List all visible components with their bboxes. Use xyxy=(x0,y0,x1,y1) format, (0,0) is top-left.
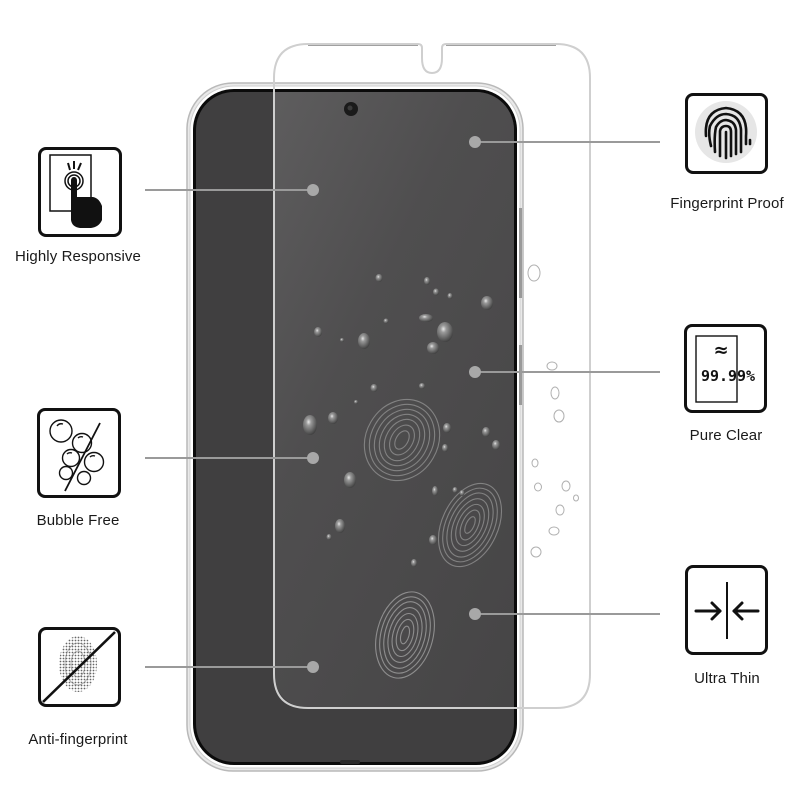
feature-label-bubble-free: Bubble Free xyxy=(36,512,120,529)
callout-line-anti-fingerprint xyxy=(145,666,312,668)
callout-line-ultra-thin xyxy=(475,613,660,615)
water-droplets-outside xyxy=(527,264,579,558)
pure-clear-percentage: 99.99% xyxy=(701,367,755,385)
fingerprint-smudges xyxy=(363,398,503,679)
feature-label-pure-clear: Pure Clear xyxy=(689,427,763,444)
callout-line-highly-responsive xyxy=(145,189,312,191)
feature-label-ultra-thin: Ultra Thin xyxy=(694,670,760,687)
feature-label-fingerprint-proof: Fingerprint Proof xyxy=(670,195,784,212)
water-droplets xyxy=(303,274,500,567)
callout-dot-fingerprint-proof xyxy=(469,136,481,148)
callout-dot-pure-clear xyxy=(469,366,481,378)
callout-line-bubble-free xyxy=(145,457,312,459)
fingerprint-crossed-icon xyxy=(42,631,116,703)
feature-icon-pure-clear: ≈ 99.99% xyxy=(684,324,767,413)
feature-icon-fingerprint-proof xyxy=(685,93,768,174)
svg-text:≈: ≈ xyxy=(713,340,728,361)
feature-label-highly-responsive: Highly Responsive xyxy=(15,248,141,265)
feature-icon-ultra-thin xyxy=(685,565,768,655)
feature-icon-bubble-free xyxy=(37,408,121,498)
feature-icon-anti-fingerprint xyxy=(38,627,121,707)
feature-label-anti-fingerprint: Anti-fingerprint xyxy=(28,731,128,748)
fingerprint-icon xyxy=(695,101,757,163)
touch-finger-icon xyxy=(49,154,102,228)
bubbles-crossed-icon xyxy=(49,419,105,492)
transparency-icon: ≈ 99.99% xyxy=(695,335,755,403)
callout-dot-ultra-thin xyxy=(469,608,481,620)
thin-arrows-icon xyxy=(694,582,760,639)
callout-line-pure-clear xyxy=(475,371,660,373)
callout-dot-bubble-free xyxy=(307,452,319,464)
screen-protector-outline xyxy=(273,43,591,709)
callout-dot-highly-responsive xyxy=(307,184,319,196)
feature-icon-highly-responsive xyxy=(38,147,122,237)
callout-dot-anti-fingerprint xyxy=(307,661,319,673)
callout-line-fingerprint-proof xyxy=(475,141,660,143)
